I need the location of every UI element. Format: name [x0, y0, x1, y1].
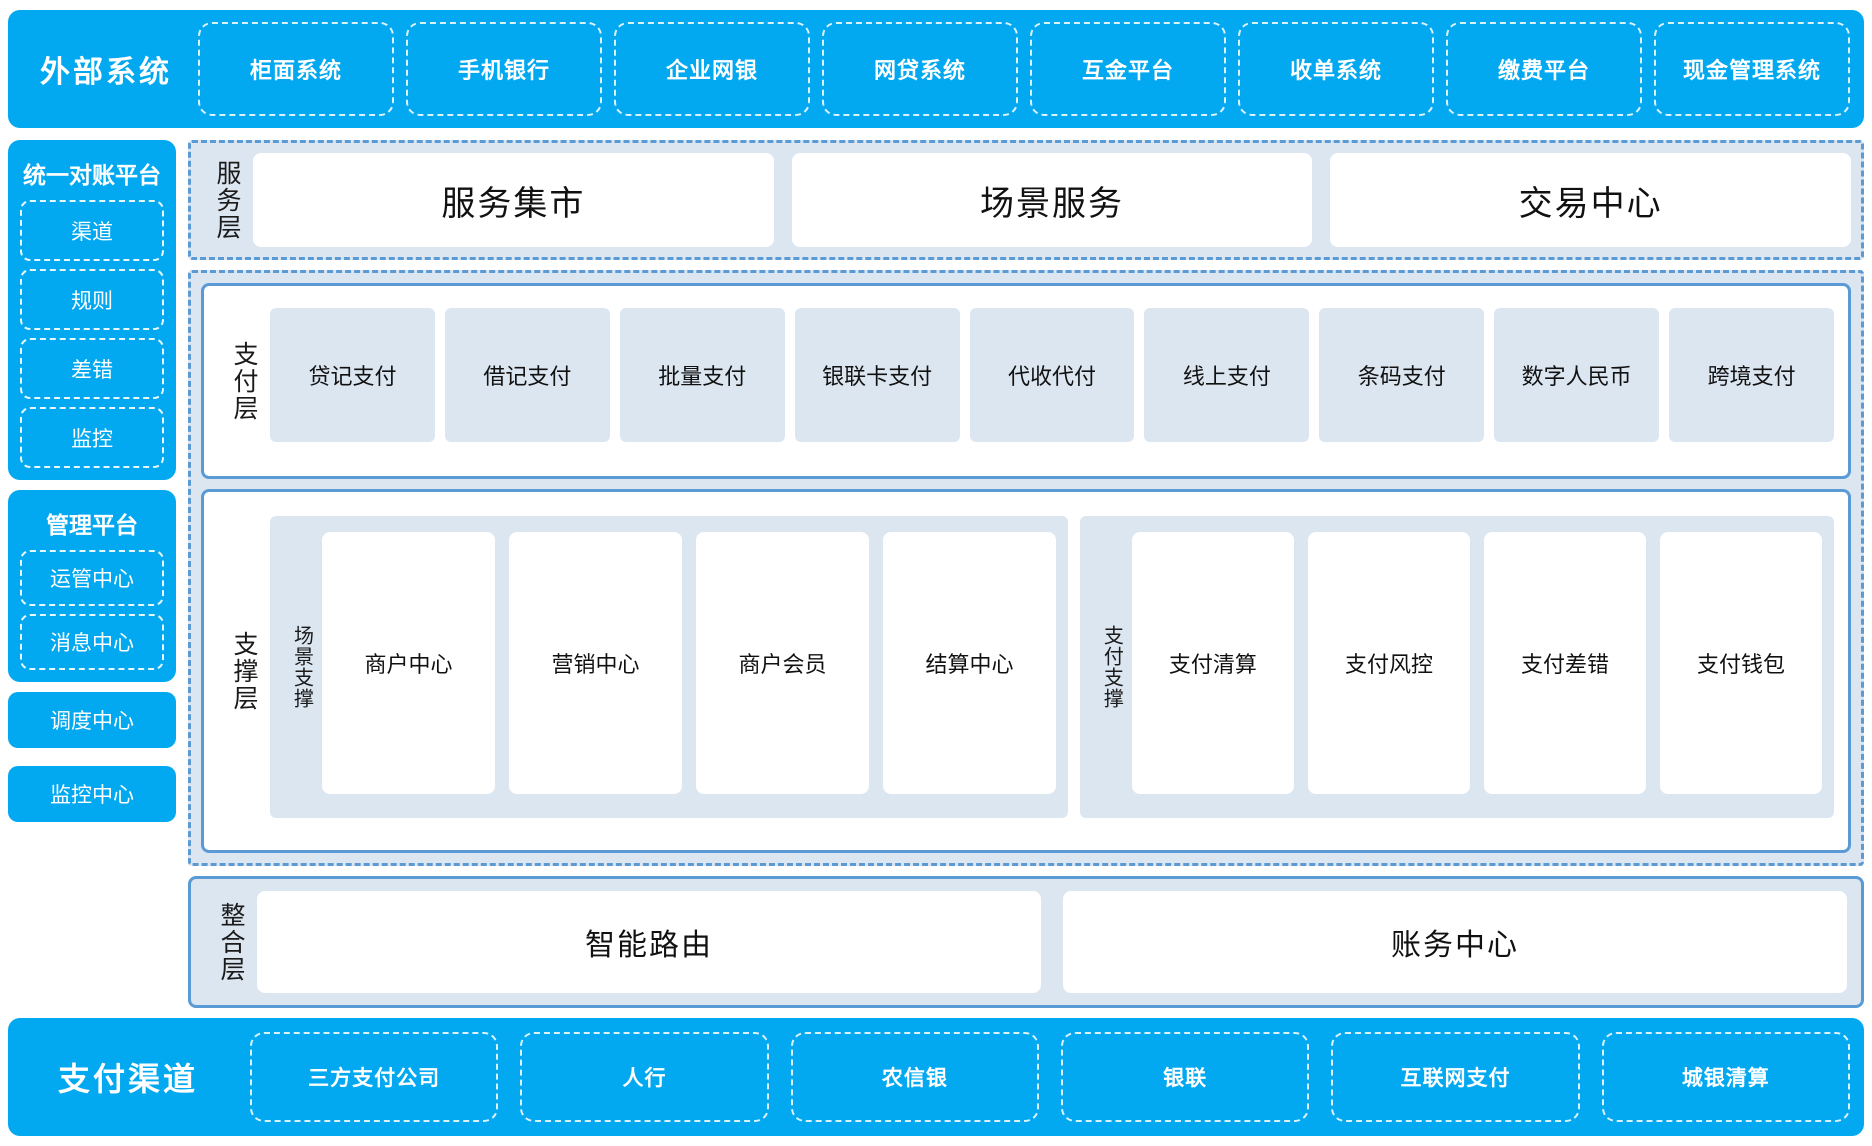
external-systems-bar: 外部系统 柜面系统 手机银行 企业网银 网贷系统 互金平台 收单系统 缴费平台 …	[8, 10, 1864, 128]
payment-card-credit[interactable]: 贷记支付	[270, 308, 435, 442]
sidebar-item-operations-center[interactable]: 运管中心	[20, 550, 164, 606]
service-card-marketplace[interactable]: 服务集市	[253, 153, 774, 247]
sidebar-group-reconciliation: 统一对账平台 渠道 规则 差错 监控	[8, 140, 176, 480]
external-system-chip[interactable]: 手机银行	[406, 22, 602, 116]
payment-channel-chip[interactable]: 三方支付公司	[250, 1032, 499, 1122]
payment-channels-bar: 支付渠道 三方支付公司 人行 农信银 银联 互联网支付 城银清算	[8, 1018, 1864, 1136]
payment-card-batch[interactable]: 批量支付	[619, 308, 785, 442]
sidebar-item-monitor[interactable]: 监控	[20, 407, 164, 468]
integration-layer-cards: 智能路由 账务中心	[257, 891, 1847, 993]
support-group-payment-cards: 支付清算 支付风控 支付差错 支付钱包	[1131, 526, 1823, 808]
sidebar-group-title: 管理平台	[46, 512, 138, 538]
payment-channel-chip[interactable]: 人行	[520, 1032, 769, 1122]
support-card-merchant-center[interactable]: 商户中心	[322, 532, 495, 794]
external-system-chip[interactable]: 柜面系统	[198, 22, 394, 116]
payment-channels-title: 支付渠道	[58, 1061, 199, 1097]
payment-card-digital-rmb[interactable]: 数字人民币	[1494, 308, 1660, 442]
support-card-marketing-center[interactable]: 营销中心	[508, 532, 682, 794]
sidebar-item-channel[interactable]: 渠道	[20, 200, 164, 261]
layers-column: 服务层 服务集市 场景服务 交易中心 支付层 贷记支付 借记支付 批量支付 银联…	[188, 140, 1864, 1008]
sidebar-item-message-center[interactable]: 消息中心	[20, 614, 164, 670]
external-system-chip[interactable]: 缴费平台	[1446, 22, 1642, 116]
sidebar-spacer	[8, 832, 176, 1008]
payment-channel-chip[interactable]: 互联网支付	[1331, 1032, 1580, 1122]
payment-channel-chip[interactable]: 农信银	[790, 1032, 1039, 1122]
sidebar-item-rule[interactable]: 规则	[20, 269, 164, 330]
support-group-scenario: 场景支撑 商户中心 营销中心 商户会员 结算中心	[270, 516, 1068, 818]
support-layer-groups: 场景支撑 商户中心 营销中心 商户会员 结算中心 支付支撑 支付清算	[270, 504, 1834, 838]
payment-channel-chip[interactable]: 城银清算	[1601, 1032, 1850, 1122]
payment-card-debit[interactable]: 借记支付	[444, 308, 610, 442]
support-group-payment-label: 支付支撑	[1100, 625, 1123, 709]
support-layer-label: 支撑层	[230, 630, 258, 712]
integration-card-accounting-center[interactable]: 账务中心	[1063, 891, 1847, 993]
payment-layer: 支付层 贷记支付 借记支付 批量支付 银联卡支付 代收代付 线上支付 条码支付 …	[201, 283, 1851, 479]
external-system-chip[interactable]: 收单系统	[1238, 22, 1434, 116]
integration-layer-label: 整合层	[217, 901, 245, 983]
left-sidebar: 统一对账平台 渠道 规则 差错 监控 管理平台 运管中心 消息中心 调度中心 监…	[8, 140, 176, 1008]
service-layer-label: 服务层	[213, 159, 241, 241]
support-group-payment: 支付支撑 支付清算 支付风控 支付差错 支付钱包	[1079, 516, 1834, 818]
payment-card-online[interactable]: 线上支付	[1144, 308, 1310, 442]
sidebar-item-error[interactable]: 差错	[20, 338, 164, 399]
support-group-scenario-label: 场景支撑	[290, 625, 313, 709]
payment-card-cross-border[interactable]: 跨境支付	[1669, 308, 1835, 442]
sidebar-group-management: 管理平台 运管中心 消息中心	[8, 490, 176, 682]
external-system-chip[interactable]: 现金管理系统	[1654, 22, 1850, 116]
service-layer: 服务层 服务集市 场景服务 交易中心	[188, 140, 1864, 260]
support-group-scenario-cards: 商户中心 营销中心 商户会员 结算中心	[322, 526, 1056, 808]
external-systems-title: 外部系统	[40, 56, 172, 89]
service-card-scenario[interactable]: 场景服务	[791, 153, 1313, 247]
payment-channels-items: 三方支付公司 人行 农信银 银联 互联网支付 城银清算	[250, 1018, 1850, 1136]
sidebar-item-dispatch-center[interactable]: 调度中心	[8, 692, 176, 748]
payment-layer-cards: 贷记支付 借记支付 批量支付 银联卡支付 代收代付 线上支付 条码支付 数字人民…	[270, 298, 1835, 464]
platform-body: 统一对账平台 渠道 规则 差错 监控 管理平台 运管中心 消息中心 调度中心 监…	[8, 140, 1864, 1008]
support-layer: 支撑层 场景支撑 商户中心 营销中心 商户会员 结算中心	[201, 489, 1851, 853]
external-system-chip[interactable]: 互金平台	[1030, 22, 1226, 116]
support-card-payment-risk[interactable]: 支付风控	[1307, 532, 1470, 794]
integration-layer: 整合层 智能路由 账务中心	[188, 876, 1864, 1008]
payment-layer-label: 支付层	[230, 340, 258, 422]
support-card-merchant-member[interactable]: 商户会员	[695, 532, 869, 794]
external-system-chip[interactable]: 企业网银	[614, 22, 810, 116]
sidebar-item-monitoring-center[interactable]: 监控中心	[8, 766, 176, 822]
payment-card-unionpay[interactable]: 银联卡支付	[794, 308, 960, 442]
sidebar-group-title: 统一对账平台	[23, 162, 161, 188]
external-system-chip[interactable]: 网贷系统	[822, 22, 1018, 116]
service-layer-cards: 服务集市 场景服务 交易中心	[253, 153, 1852, 247]
payment-card-collection[interactable]: 代收代付	[969, 308, 1135, 442]
support-card-payment-error[interactable]: 支付差错	[1483, 532, 1646, 794]
core-layers-group: 支付层 贷记支付 借记支付 批量支付 银联卡支付 代收代付 线上支付 条码支付 …	[188, 270, 1864, 866]
payment-channel-chip[interactable]: 银联	[1061, 1032, 1310, 1122]
external-systems-items: 柜面系统 手机银行 企业网银 网贷系统 互金平台 收单系统 缴费平台 现金管理系…	[198, 10, 1850, 128]
support-card-payment-wallet[interactable]: 支付钱包	[1660, 532, 1823, 794]
support-card-payment-clearing[interactable]: 支付清算	[1131, 532, 1294, 794]
integration-card-smart-routing[interactable]: 智能路由	[257, 891, 1041, 993]
payment-card-barcode[interactable]: 条码支付	[1319, 308, 1485, 442]
service-card-transaction[interactable]: 交易中心	[1330, 153, 1852, 247]
support-card-settlement-center[interactable]: 结算中心	[882, 532, 1056, 794]
